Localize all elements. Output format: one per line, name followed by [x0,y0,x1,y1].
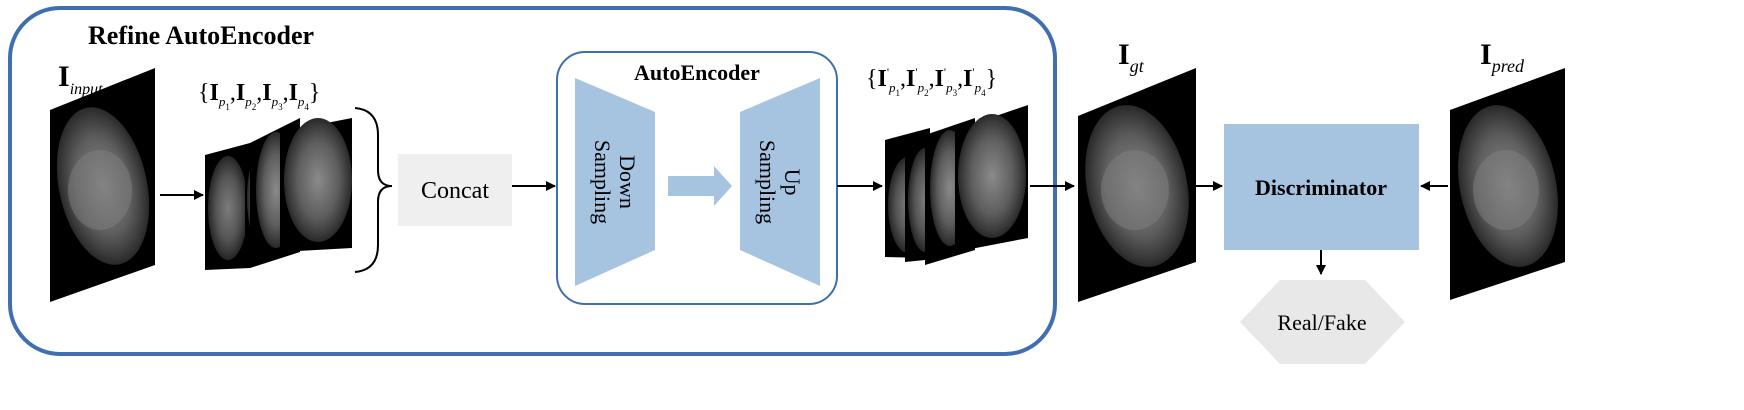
refined-set-label: {I'p1,I'p2,I'p3,I'p4} [866,65,997,98]
real-fake-decision [1240,280,1405,364]
up-sampling-label: UpSampling [755,140,805,224]
grouping-brace [354,107,393,273]
autoencoder-title: AutoEncoder [634,60,760,85]
down-sampling-block [575,78,655,286]
pred-label: Ipred [1480,38,1525,76]
gt-label: Igt [1118,38,1145,76]
discriminator-label: Discriminator [1255,175,1387,200]
patches-set-label: {Ip1,Ip2,Ip3,Ip4} [198,80,320,112]
refine-autoencoder-frame [8,6,1057,356]
autoencoder-frame [556,51,838,305]
gt-ct-image [1078,68,1196,302]
refine-autoencoder-title: Refine AutoEncoder [88,21,314,50]
concat-block [398,154,512,226]
real-fake-label: Real/Fake [1277,310,1366,335]
concat-label: Concat [421,178,489,204]
discriminator-block [1224,124,1419,250]
input-ct-image [50,68,155,302]
latent-flow-arrow [668,166,732,206]
patches-stack [205,118,352,270]
up-sampling-block [740,78,820,286]
pred-ct-image [1450,68,1565,300]
down-sampling-label: DownSampling [590,140,640,224]
input-label: Iinput [58,60,103,98]
refined-patches-stack [885,105,1028,265]
